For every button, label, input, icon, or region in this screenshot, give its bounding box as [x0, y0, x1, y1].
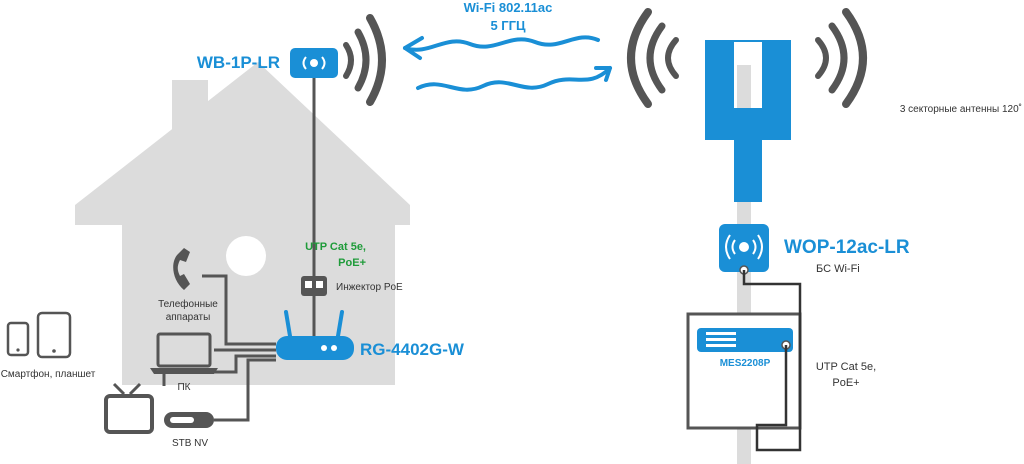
mobile-label: Смартфон, планшет [1, 368, 96, 380]
switch-name-label: MES2208P [720, 358, 771, 369]
base-station-icon [719, 224, 769, 275]
antennas-label: 3 секторные антенны 120˚ [900, 103, 1022, 115]
cpe-name-label: WB-1P-LR [197, 53, 280, 72]
bs-name-label: WOP-12ac-LR [784, 237, 910, 258]
client-cable-label-2: PoE+ [338, 257, 366, 269]
cpe-device-icon [290, 48, 338, 78]
router-name-label: RG-4402G-W [360, 340, 465, 359]
wifi-band-label: 5 ГГЦ [490, 18, 526, 33]
house-window [226, 236, 266, 276]
bs-cable-label-1: UTP Cat 5e, [816, 361, 876, 373]
injector-label: Инжектор PoE [336, 282, 403, 293]
lan-cables [162, 274, 276, 422]
telephone-icon [173, 248, 190, 290]
stb-label: STB NV [172, 438, 208, 449]
stb-icon [164, 412, 214, 428]
wifi-standard-label: Wi-Fi 802.11ac [464, 0, 553, 15]
router-device-icon [276, 310, 354, 360]
bs-uplink-cable [742, 270, 802, 452]
cpe-signal-waves-icon [343, 14, 386, 106]
phone-label-2: аппараты [166, 312, 211, 323]
bs-cable-label-2: PoE+ [832, 377, 859, 389]
bs-caption-label: БС Wi-Fi [816, 263, 860, 275]
switch-device-icon [697, 328, 793, 352]
tv-icon [104, 382, 154, 434]
phone-label-1: Телефонные [158, 298, 218, 310]
pc-label: ПК [177, 382, 190, 393]
smartphone-icon [6, 321, 30, 357]
client-cable-label-1: UTP Cat 5e, [305, 241, 366, 253]
poe-injector-icon [301, 276, 327, 296]
wifi-link-arrows [403, 35, 612, 92]
laptop-icon [150, 332, 218, 374]
tablet-icon [36, 311, 72, 359]
sector-antennas-icon [705, 40, 791, 202]
antenna-signal-waves-icon [627, 8, 867, 108]
house-shape [75, 62, 410, 385]
